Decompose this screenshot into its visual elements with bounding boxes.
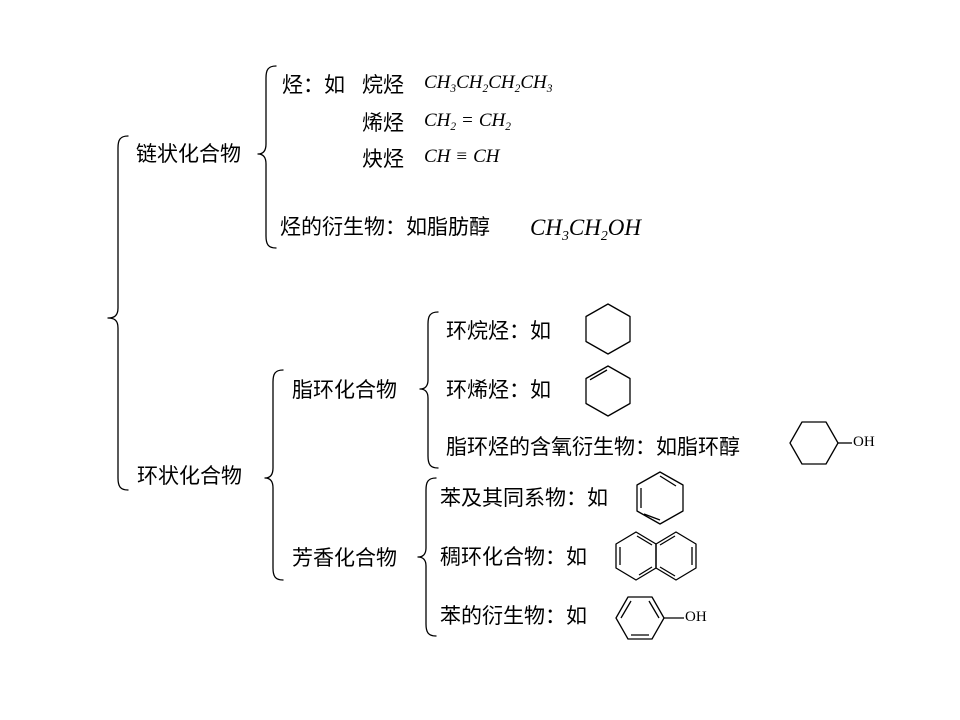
alicyclic-brace — [419, 311, 439, 469]
benzene-derivative-label: 苯的衍生物：如 — [440, 604, 587, 628]
phenol-oh-label: OH — [685, 609, 707, 625]
alkene-label: 烯烃 — [362, 111, 404, 135]
main-brace — [107, 135, 129, 491]
alicyclic-alcohol-label: 脂环烃的含氧衍生物：如脂环醇 — [446, 435, 740, 459]
derivative-label: 烃的衍生物：如脂肪醇 — [280, 215, 490, 239]
aromatic-brace — [417, 477, 437, 637]
alkyne-label: 炔烃 — [362, 147, 404, 171]
cycloalkene-label: 环烯烃：如 — [446, 378, 551, 402]
alkene-formula: CH2=CH2 — [424, 110, 511, 133]
benzene-homologue-label: 苯及其同系物：如 — [440, 486, 608, 510]
cyclohexanol-oh-label: OH — [853, 434, 875, 450]
alkene-equals-sign: = — [462, 110, 473, 131]
benzene-structure — [636, 471, 684, 525]
cyclohexene-structure — [585, 365, 631, 417]
cyclohexanol-structure — [789, 421, 852, 465]
phenol-structure — [615, 596, 684, 640]
alkyne-triple-bond-sign: ≡ — [456, 146, 468, 167]
aromatic-title: 芳香化合物 — [292, 546, 397, 570]
ethanol-formula: CH3CH2OH — [530, 215, 641, 243]
cycloalkane-label: 环烷烃：如 — [446, 319, 551, 343]
ring-compounds-title: 环状化合物 — [137, 464, 242, 488]
hydrocarbon-prefix: 烃：如 — [282, 73, 345, 97]
ring-brace — [264, 369, 284, 581]
alkane-formula: CH3CH2CH2CH3 — [424, 72, 553, 95]
alkane-label: 烷烃 — [362, 73, 404, 97]
chain-brace — [257, 65, 277, 249]
fused-ring-label: 稠环化合物：如 — [440, 545, 587, 569]
alicyclic-title: 脂环化合物 — [292, 378, 397, 402]
cyclohexane-structure — [585, 303, 631, 355]
chain-compounds-title: 链状化合物 — [136, 142, 241, 166]
alkyne-formula: CH≡CH — [424, 146, 500, 167]
naphthalene-structure — [615, 531, 697, 581]
